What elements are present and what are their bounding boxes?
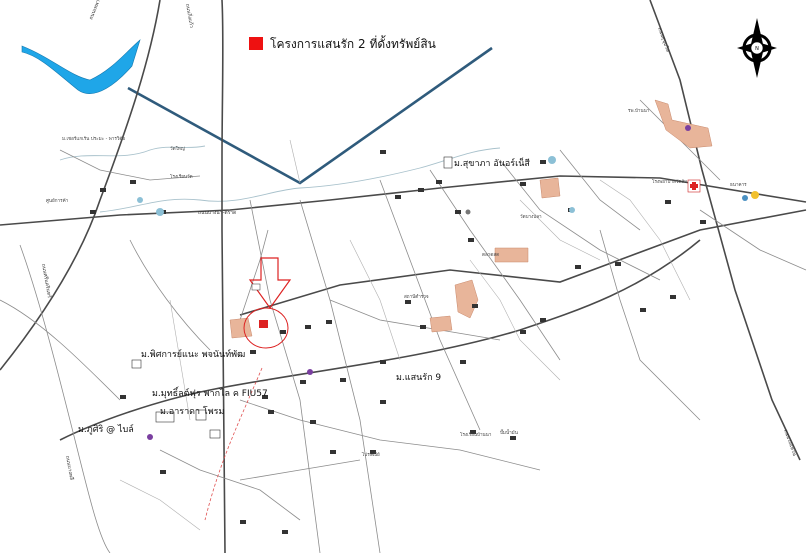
river xyxy=(21,39,141,94)
landmark-box xyxy=(209,429,221,439)
road-label: ถนนศรีนครินทร์ xyxy=(40,263,53,299)
road-label: ถนนบางพลี xyxy=(64,455,75,480)
highway xyxy=(239,209,807,316)
poi-label: ตลาดสด xyxy=(482,252,499,258)
landmark-label: ม.สุขาภา อันอร์เน็สี xyxy=(454,156,530,169)
landmark-label: ม.เชอร์แกเร้น ประมะ - พารวิดัย xyxy=(62,135,125,142)
highway xyxy=(59,239,701,441)
landmark-box xyxy=(195,409,207,421)
minor-roads xyxy=(0,99,807,553)
landmark-label: ม.พิศการย์แนะ พจนันท์พัฒ xyxy=(141,348,245,360)
road-label: ถนนวงแหวน xyxy=(782,429,797,458)
road-label: ถนนบางนา-ตราด xyxy=(198,210,236,216)
legend: โครงการแสนรัก 2 ที่ดั้งทรัพย์สิน xyxy=(249,35,436,51)
road-label: ถนนเทพารักษ์ xyxy=(87,0,105,21)
poi-label: ศูนย์การค้า xyxy=(46,197,69,204)
poi-label: สถานีตำรวจ xyxy=(404,293,429,300)
landmark-label: ม.อาราดา โพรม xyxy=(160,406,225,417)
poi-label: โรงเรียนบ้านนา xyxy=(460,431,492,438)
stream xyxy=(59,145,206,161)
legend-swatch xyxy=(249,37,263,50)
hospital-icon xyxy=(687,179,701,193)
road-label: ถนนสุขุมวิท xyxy=(656,26,671,53)
road-label: ถนนกิ่งแก้ว xyxy=(184,3,195,28)
poi-label: ปั๊มน้ำมัน xyxy=(500,429,519,436)
poi-label: วัดบางปลา xyxy=(520,213,542,220)
highway xyxy=(649,0,801,461)
poi-label: วัดใหญ่ xyxy=(170,145,185,152)
landmark-box xyxy=(443,156,453,169)
highway xyxy=(221,0,226,553)
poi-markers xyxy=(90,125,759,534)
poi-label: รพ.บ้านนา xyxy=(628,108,650,114)
compass-icon: N xyxy=(737,18,777,78)
poi-zones xyxy=(229,99,713,339)
route-dashed xyxy=(204,367,263,521)
landmark-label: ม.ภูศิริ @ ไบล์ xyxy=(78,423,134,435)
stream xyxy=(99,147,501,213)
poi-label: ธนาคาร xyxy=(730,182,747,188)
legend-label: โครงการแสนรัก 2 ที่ดั้งทรัพย์สิน xyxy=(270,35,436,51)
poi-label: โรงพยาบาลวัดส้ม xyxy=(652,178,687,185)
highway xyxy=(0,0,161,371)
compass-letter: N xyxy=(755,46,759,52)
poi-label: โรงเรียนวัด xyxy=(170,173,193,180)
landmark-label: ม.มุทธิ์ลต์ฟุร พากไล ค FIU57 xyxy=(152,386,268,399)
landmark-box xyxy=(131,359,142,369)
landmark-label: ม.แสนรัก 9 xyxy=(396,373,441,383)
poi-label: ไปรษณีย์ xyxy=(361,451,380,458)
landmark-box xyxy=(155,411,175,423)
project-location xyxy=(243,257,292,349)
